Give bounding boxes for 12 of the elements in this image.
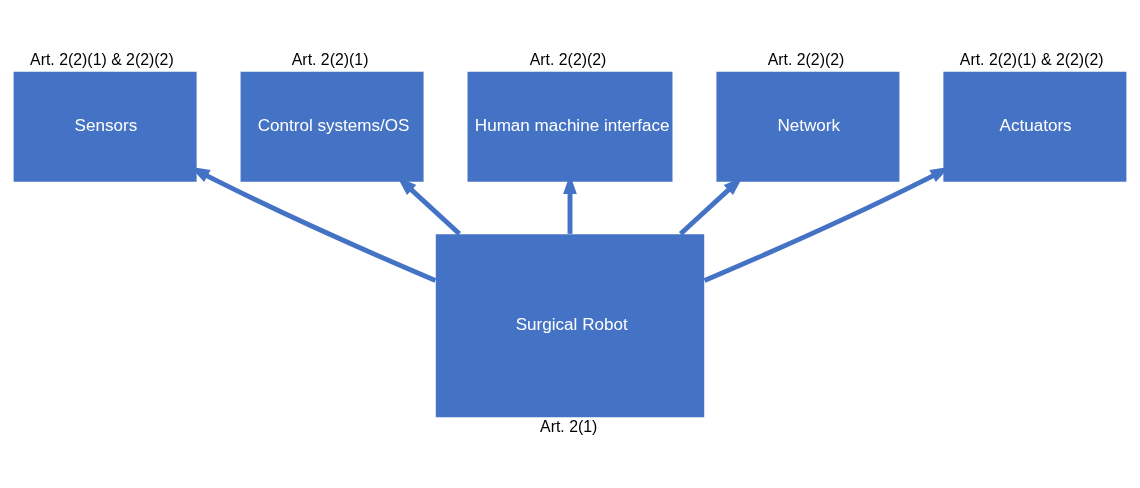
node-label: Art. 2(2)(1) bbox=[291, 50, 369, 68]
node-label: Art. 2(2)(1) & 2(2)(2) bbox=[959, 50, 1104, 68]
node-box: Control systems/OS bbox=[240, 71, 424, 182]
node-box: Sensors bbox=[13, 71, 197, 182]
node-label: Art. 2(2)(2) bbox=[767, 50, 845, 68]
node-label: Art. 2(1) bbox=[540, 417, 598, 435]
node-box: Network bbox=[716, 71, 900, 182]
node-box: Human machine interface bbox=[467, 71, 673, 182]
node-box: Actuators bbox=[943, 71, 1127, 182]
node-label: Art. 2(2)(1) & 2(2)(2) bbox=[30, 50, 174, 68]
node-label: Art. 2(2)(2) bbox=[529, 50, 607, 68]
node-box: Surgical Robot bbox=[435, 233, 705, 417]
